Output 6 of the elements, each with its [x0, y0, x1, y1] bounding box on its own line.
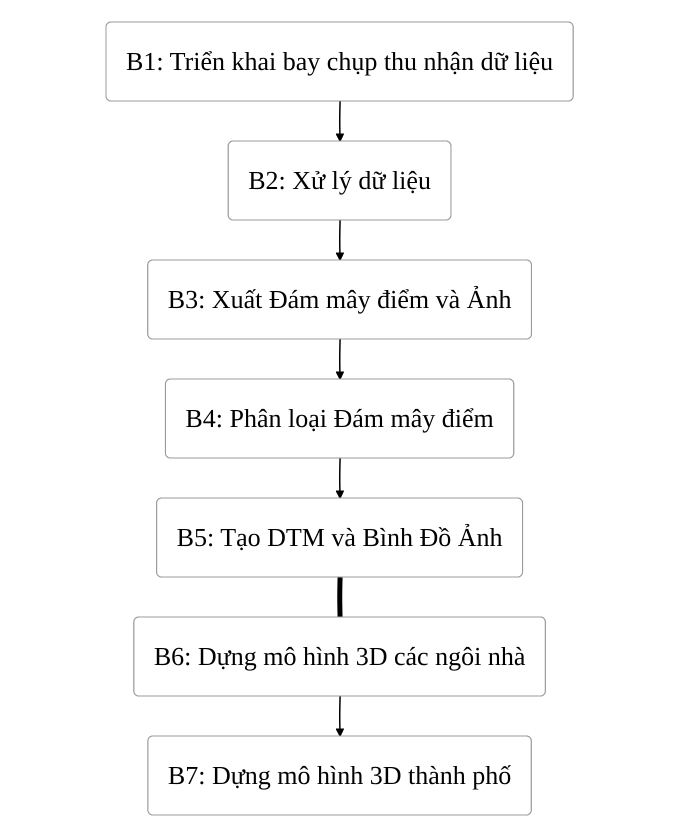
arrow: [335, 458, 344, 498]
arrow: [335, 338, 344, 380]
arrow: [335, 220, 344, 260]
arrow: [335, 696, 344, 736]
arrow: [335, 100, 344, 142]
connector: [337, 576, 342, 618]
